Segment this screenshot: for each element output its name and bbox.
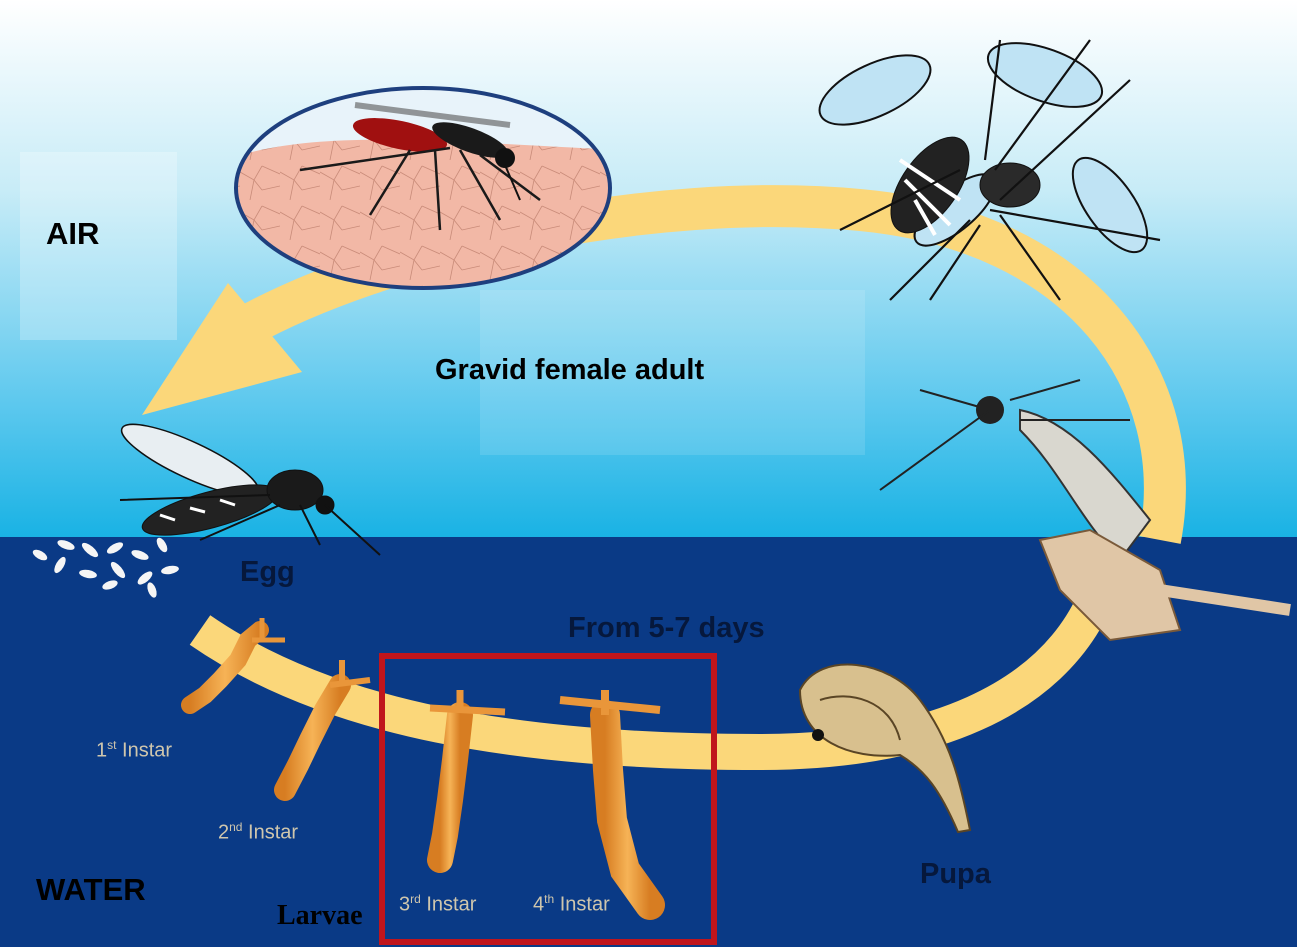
instar-3-number: 3 (399, 894, 410, 916)
instar-3-suffix: rd (410, 892, 421, 906)
larvae-label: Larvae (277, 900, 363, 932)
instar-4-label: 4th Instar (533, 892, 610, 917)
instar-4-number: 4 (533, 894, 544, 916)
air-label: AIR (46, 216, 99, 252)
instar-3-word: Instar (426, 894, 476, 916)
instar-2-suffix: nd (229, 820, 242, 834)
water-label: WATER (36, 872, 146, 908)
instar-1-suffix: st (107, 738, 116, 752)
instar-1-number: 1 (96, 740, 107, 762)
instar-1-label: 1st Instar (96, 738, 172, 763)
instar-4-word: Instar (560, 894, 610, 916)
instar-2-word: Instar (248, 822, 298, 844)
pupa-label: Pupa (920, 858, 991, 891)
gravid-female-adult-label: Gravid female adult (435, 354, 704, 387)
instar-2-number: 2 (218, 822, 229, 844)
egg-label: Egg (240, 556, 295, 589)
duration-label: From 5-7 days (568, 612, 765, 645)
instar-3-label: 3rd Instar (399, 892, 476, 917)
instar-4-suffix: th (544, 892, 554, 906)
instar-1-word: Instar (122, 740, 172, 762)
instar-2-label: 2nd Instar (218, 820, 298, 845)
